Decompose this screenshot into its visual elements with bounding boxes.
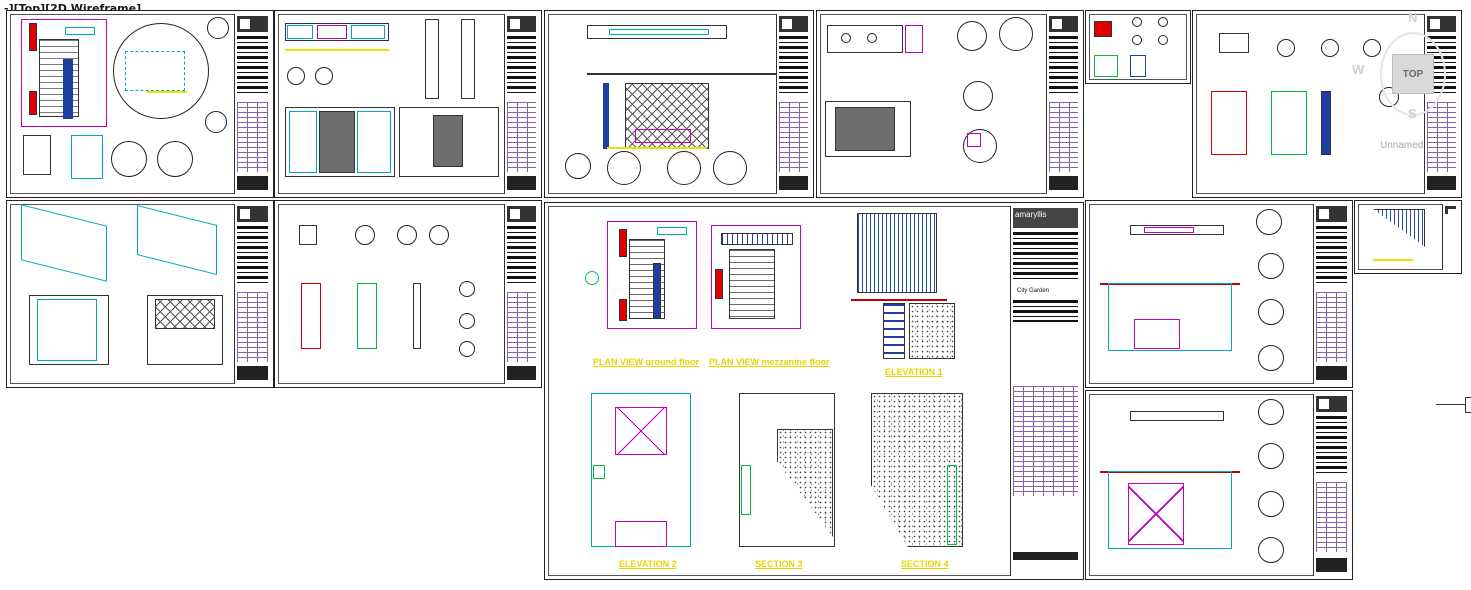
drawing-sheet-3[interactable]	[544, 10, 814, 198]
drawing-sheet-11[interactable]	[1085, 390, 1353, 580]
caption-section-4: SECTION 4	[901, 559, 949, 569]
title-block	[234, 14, 270, 194]
title-block	[1424, 14, 1458, 194]
plan-view-mezzanine	[711, 225, 801, 329]
plan-view-ground	[607, 221, 697, 329]
feature-wall-elevation	[625, 83, 709, 149]
viewcube[interactable]: N W S TOP Unnamed	[1352, 10, 1462, 160]
section-3	[739, 393, 835, 547]
title-block	[234, 204, 270, 384]
caption-elevation-1: ELEVATION 1	[885, 367, 943, 377]
title-block	[1313, 204, 1349, 384]
drawing-sheet-5[interactable]	[1085, 10, 1191, 84]
title-block	[504, 204, 538, 384]
compass-west[interactable]: W	[1352, 62, 1365, 77]
north-arrow-icon	[585, 271, 599, 285]
project-name: City Garden	[1017, 288, 1050, 294]
compass-north[interactable]: N	[1408, 10, 1418, 25]
title-block	[1442, 204, 1458, 270]
caption-section-3: SECTION 3	[755, 559, 803, 569]
caption-plan-ground: PLAN VIEW ground floor	[593, 357, 699, 367]
title-block	[1046, 14, 1080, 194]
drawing-sheet-10[interactable]	[1354, 200, 1462, 274]
caption-plan-mezzanine: PLAN VIEW mezzanine floor	[709, 357, 830, 367]
drawing-sheet-4[interactable]	[816, 10, 1084, 198]
drawing-sheet-2[interactable]	[274, 10, 542, 198]
drawing-sheet-7[interactable]	[6, 200, 274, 388]
drawing-sheet-main[interactable]: PLAN VIEW ground floor PLAN VIEW mezzani…	[544, 202, 1084, 580]
detail-circle	[113, 23, 209, 119]
title-block	[776, 14, 810, 194]
drawing-sheet-8[interactable]	[274, 200, 542, 388]
title-block	[1313, 394, 1349, 576]
viewcube-top-face[interactable]: TOP	[1392, 54, 1434, 94]
drawing-sheet-1[interactable]	[6, 10, 274, 198]
elevation-1	[857, 213, 937, 293]
compass-ring[interactable]	[1380, 32, 1446, 116]
compass-south[interactable]: S	[1408, 106, 1417, 121]
grip-handle[interactable]	[1436, 397, 1471, 413]
logo: amaryllis	[1013, 208, 1078, 228]
caption-elevation-2: ELEVATION 2	[619, 559, 677, 569]
title-block-main: amaryllis City Garden	[1010, 206, 1080, 576]
stair-plan	[21, 19, 107, 127]
title-block	[504, 14, 538, 194]
ucs-menu[interactable]: Unnamed	[1380, 140, 1424, 151]
drawing-sheet-9[interactable]	[1085, 200, 1353, 388]
